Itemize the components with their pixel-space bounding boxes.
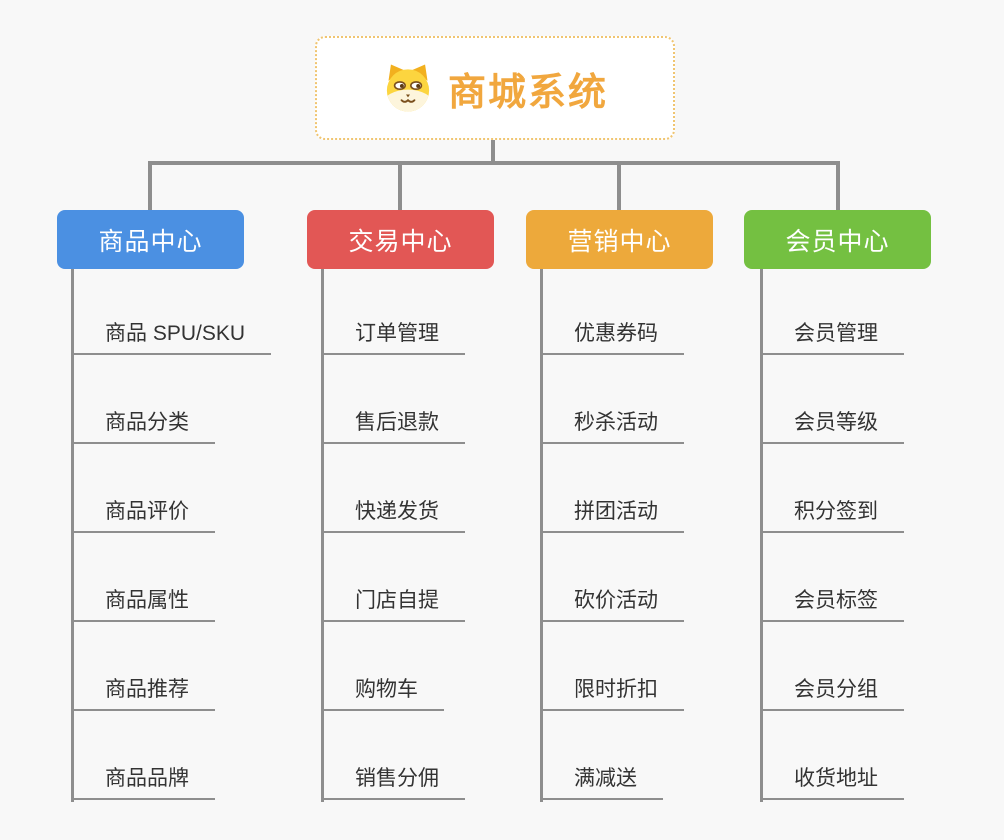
branch-node-marketing-center[interactable]: 营销中心 [526, 210, 713, 269]
leaf-node[interactable]: 商品属性 [72, 580, 215, 622]
root-node[interactable]: 商城系统 [315, 36, 675, 140]
leaf-node[interactable]: 优惠券码 [541, 313, 684, 355]
leaf-node[interactable]: 会员等级 [761, 402, 904, 444]
root-connector-stem [491, 139, 495, 162]
branch-node-member-center[interactable]: 会员中心 [744, 210, 931, 269]
branch-connector-stem [836, 164, 840, 210]
leaf-node[interactable]: 会员管理 [761, 313, 904, 355]
leaf-node[interactable]: 售后退款 [322, 402, 465, 444]
leaf-node[interactable]: 商品评价 [72, 491, 215, 533]
leaf-node[interactable]: 拼团活动 [541, 491, 684, 533]
leaf-node[interactable]: 会员分组 [761, 669, 904, 711]
branch-vertical-line [71, 269, 74, 802]
leaf-node[interactable]: 门店自提 [322, 580, 465, 622]
leaf-node[interactable]: 秒杀活动 [541, 402, 684, 444]
leaf-node[interactable]: 销售分佣 [322, 758, 465, 800]
leaf-node[interactable]: 快递发货 [322, 491, 465, 533]
branch-node-trade-center[interactable]: 交易中心 [307, 210, 494, 269]
leaf-node[interactable]: 积分签到 [761, 491, 904, 533]
branch-connector-stem [148, 164, 152, 210]
leaf-node[interactable]: 收货地址 [761, 758, 904, 800]
leaf-node[interactable]: 商品推荐 [72, 669, 215, 711]
leaf-node[interactable]: 商品 SPU/SKU [72, 313, 272, 355]
branch-connector-stem [398, 164, 402, 210]
connector-rail [148, 161, 840, 165]
root-title: 商城系统 [447, 71, 608, 114]
shiba-dog-icon [386, 64, 430, 112]
branch-connector-stem [617, 164, 621, 210]
leaf-node[interactable]: 砍价活动 [541, 580, 684, 622]
leaf-node[interactable]: 商品分类 [72, 402, 215, 444]
branch-vertical-line [321, 269, 324, 802]
leaf-node[interactable]: 订单管理 [322, 313, 465, 355]
branch-vertical-line [540, 269, 543, 802]
branch-node-product-center[interactable]: 商品中心 [57, 210, 244, 269]
branch-vertical-line [760, 269, 763, 802]
leaf-node[interactable]: 会员标签 [761, 580, 904, 622]
leaf-node[interactable]: 购物车 [322, 669, 444, 711]
leaf-node[interactable]: 满减送 [541, 758, 663, 800]
leaf-node[interactable]: 商品品牌 [72, 758, 215, 800]
leaf-node[interactable]: 限时折扣 [541, 669, 684, 711]
